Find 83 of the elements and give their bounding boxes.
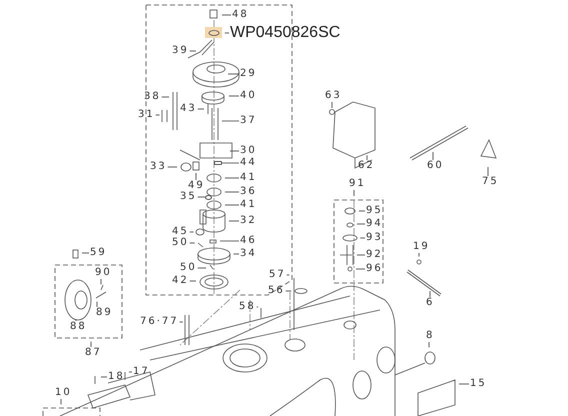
callout-number: 63 [325, 90, 342, 102]
leader-line [82, 252, 90, 254]
callout-number: 46 [240, 235, 257, 247]
pin-drawing [214, 161, 222, 165]
callout-number: 96 [366, 263, 383, 275]
leader-line [96, 301, 98, 308]
callout-number: 15 [470, 378, 487, 390]
leader-line [189, 50, 196, 52]
leader-line [228, 220, 240, 222]
part-number: WP0450826SC [230, 24, 340, 42]
callout-number: 41 [240, 199, 257, 211]
leader-line [356, 254, 366, 256]
callout-number: 40 [240, 90, 257, 102]
callout-number: 8 [426, 330, 434, 342]
callout-number: 76·77 [140, 316, 179, 328]
leader-line [197, 196, 206, 198]
callout-number: 41 [240, 172, 257, 184]
callout-number: 93 [366, 232, 383, 244]
leader-line [100, 278, 102, 285]
leader-line [428, 342, 430, 348]
leader-line [167, 166, 178, 168]
leader-line [90, 341, 92, 348]
callout-number: 48 [232, 9, 249, 21]
callout-number: 60 [427, 160, 444, 172]
callout-number: 88 [70, 321, 87, 333]
leader-line [285, 290, 292, 292]
callout-number: 59 [90, 247, 107, 259]
callout-number: 33 [150, 161, 167, 173]
leader-line [224, 204, 240, 206]
callout-number: 56 [268, 285, 285, 297]
leader-line [220, 240, 240, 242]
leader-line [224, 32, 230, 34]
callout-number: 36 [240, 186, 257, 198]
ring-drawing [205, 195, 212, 200]
callout-number: 91 [349, 178, 366, 190]
callout-number: 94 [366, 218, 383, 230]
leader-line [222, 14, 232, 16]
callout-number: 58 [239, 301, 256, 313]
leader-line [366, 154, 368, 160]
callout-number: 10 [55, 387, 72, 399]
callout-number: 45 [172, 226, 189, 238]
leader-line [60, 398, 62, 405]
callout-number: 6 [426, 297, 434, 309]
leader-line [418, 252, 420, 257]
callout-number: 44 [240, 157, 257, 169]
callout-number: 95 [366, 205, 383, 217]
callout-number: 38 [144, 91, 161, 103]
callout-number: 75 [482, 176, 499, 188]
leader-line [155, 114, 160, 116]
callout-number: 30 [240, 145, 257, 157]
leader-line [222, 120, 240, 122]
leader-line [230, 150, 240, 152]
callout-number: 29 [240, 68, 257, 80]
callout-number: 89 [96, 307, 113, 319]
callout-number: 57 [269, 269, 286, 281]
callout-number: 90 [95, 267, 112, 279]
callout-number: 42 [172, 275, 189, 287]
leader-line [189, 280, 196, 282]
callout-number: 50 [180, 262, 197, 274]
callout-number: 50 [172, 237, 189, 249]
leader-line [358, 210, 366, 212]
callout-number: 43 [180, 103, 197, 115]
callout-number: 35 [180, 191, 197, 203]
callout-number: 34 [240, 248, 257, 260]
callout-number: 62 [358, 160, 375, 172]
leader-line [432, 152, 434, 160]
leader-line [100, 376, 108, 378]
callout-number: 37 [240, 115, 257, 127]
leader-line [189, 242, 196, 244]
callout-number: 17 [133, 366, 150, 378]
callout-number: 49 [188, 180, 205, 192]
callout-number: 18 [108, 371, 125, 383]
callout-number: 19 [413, 241, 430, 253]
leader-line [222, 162, 240, 164]
leader-line [286, 274, 290, 276]
leader-line [161, 96, 170, 98]
callout-number: 32 [240, 215, 257, 227]
callout-number: 87 [85, 347, 102, 359]
callout-number: 31 [138, 109, 155, 121]
callout-number: 92 [366, 249, 383, 261]
callout-number: 39 [172, 45, 189, 57]
leader-line [197, 108, 204, 110]
leader-line [356, 268, 366, 270]
